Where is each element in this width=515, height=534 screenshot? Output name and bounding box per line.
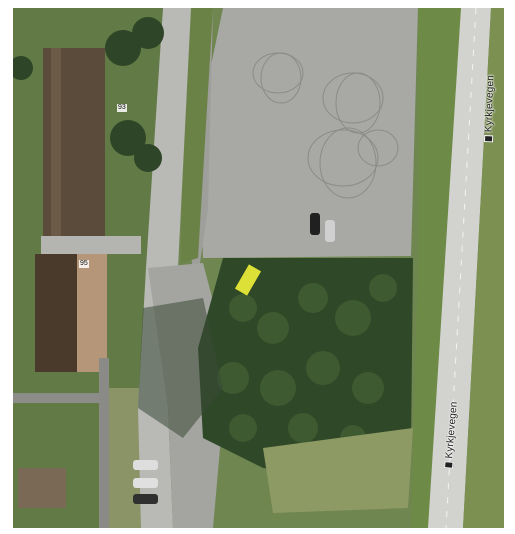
car — [133, 478, 158, 488]
road-marker-icon — [443, 461, 454, 469]
aerial-imagery — [13, 8, 504, 528]
car — [133, 460, 158, 470]
tire-marks — [252, 52, 399, 199]
highlight-marker — [234, 264, 262, 296]
house-number-label: 93 — [117, 104, 127, 112]
road-label-north: Kyrkjevegen — [483, 75, 496, 143]
road-marker-icon — [483, 135, 494, 143]
parking-lot — [198, 8, 418, 258]
car — [133, 494, 158, 504]
car — [325, 220, 335, 242]
east-road — [428, 8, 491, 528]
aerial-map[interactable]: Kyrkjevegen Kyrkjevegen 93 95 — [13, 8, 504, 528]
house-number-label: 95 — [79, 260, 89, 268]
car — [310, 213, 320, 235]
road-name-north: Kyrkjevegen — [483, 74, 497, 133]
